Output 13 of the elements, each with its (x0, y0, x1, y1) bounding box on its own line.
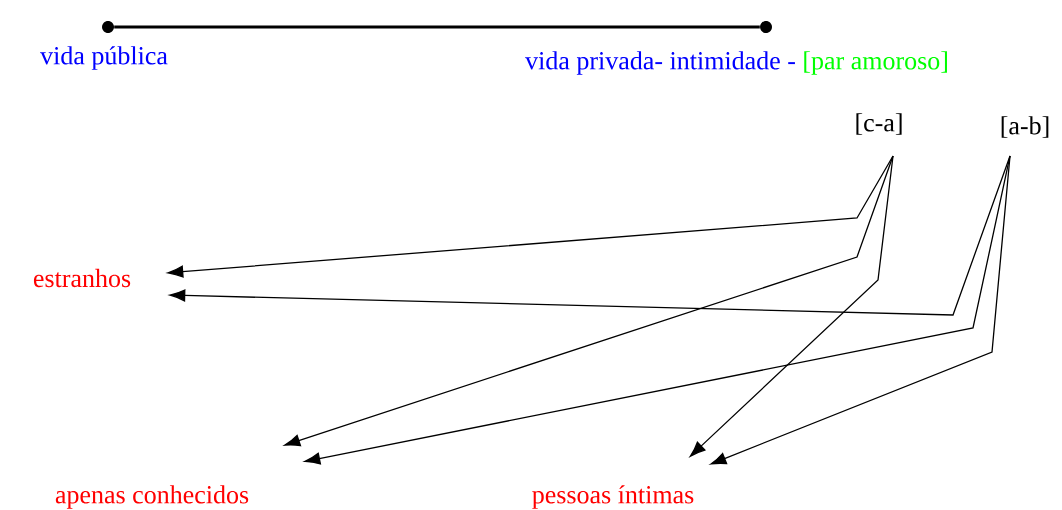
text-label: estranhos (33, 268, 131, 288)
arrow (284, 155, 894, 447)
text-label: vida privada- intimidade - [par amoroso] (525, 51, 947, 75)
text-label: [c-a] (856, 113, 902, 135)
text-label: [a-b] (1001, 116, 1049, 138)
text-label: apenas conhecidos (55, 485, 249, 509)
arrow (169, 155, 1011, 316)
arrow (167, 155, 894, 278)
text-label: pessoas íntimas (532, 485, 694, 509)
line (114, 25, 760, 29)
text-label: vida pública (40, 46, 168, 70)
arrow (710, 155, 1011, 465)
arrow (689, 155, 894, 457)
